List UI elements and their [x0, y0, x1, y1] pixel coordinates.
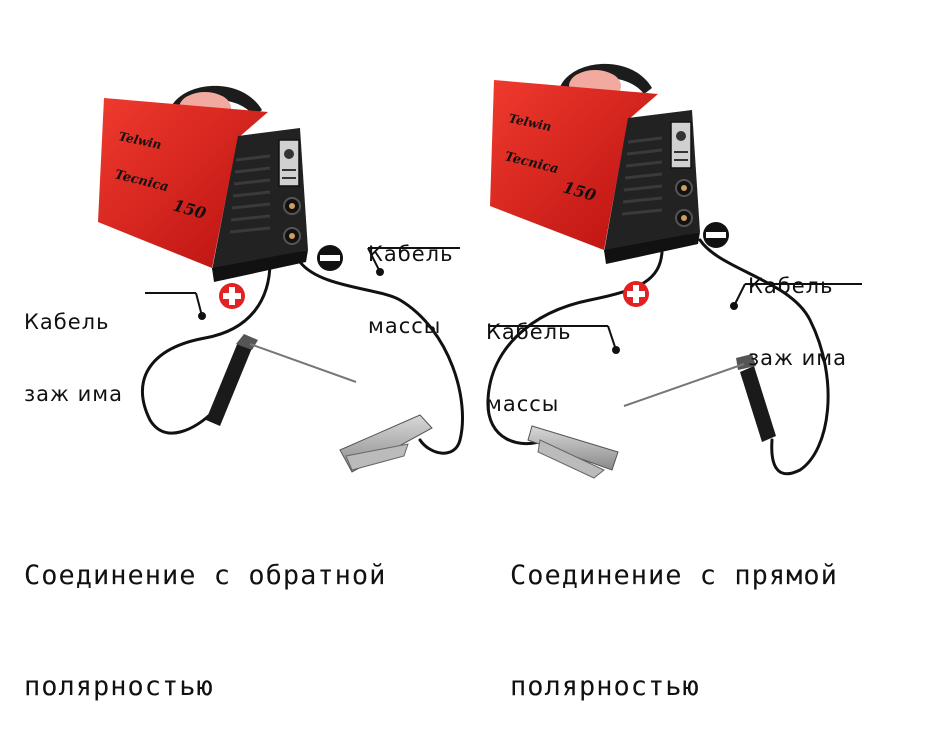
right-mass-cable-label: Кабель массы [486, 272, 571, 440]
left-mass-cable-label: Кабель массы [368, 194, 453, 362]
left-mass-cable-line2: массы [368, 314, 442, 338]
leaders-left [145, 247, 460, 320]
right-clamp-cable-line1: Кабель [748, 274, 834, 298]
left-clamp-cable-label: Кабель заж има [24, 262, 123, 430]
polarity-diagram: Telwin Tecnica 150 [24, 63, 862, 702]
right-caption: Соединение с прямой полярностью [510, 483, 838, 742]
right-caption-line2: полярностью [510, 671, 700, 702]
left-mass-cable-line1: Кабель [368, 242, 454, 266]
minus-terminal-icon [703, 222, 729, 248]
left-clamp-cable-line2: заж има [24, 382, 123, 406]
ground-clamp-left [339, 414, 433, 473]
left-clamp-cable-line1: Кабель [24, 310, 110, 334]
welder-right: Telwin Tecnica 150 [490, 63, 700, 264]
welder-right-red-panel [490, 80, 658, 250]
electrode-holder-left [206, 334, 357, 426]
plus-terminal-icon [219, 283, 245, 309]
right-caption-line1: Соединение с прямой [510, 560, 838, 591]
welder-left: Telwin Tecnica 150 [98, 85, 308, 282]
cables-left [140, 260, 464, 455]
left-caption-line2: полярностью [24, 671, 214, 702]
right-clamp-cable-line2: заж има [748, 346, 847, 370]
ground-clamp-right [527, 425, 619, 479]
diagram-artwork: Telwin Tecnica 150 [98, 63, 862, 479]
right-mass-cable-line2: массы [486, 392, 560, 416]
right-mass-cable-line1: Кабель [486, 320, 572, 344]
left-caption: Соединение с обратной полярностью [24, 483, 386, 742]
electrode-holder-right [623, 354, 776, 442]
plus-terminal-icon [623, 281, 649, 307]
welder-left-red-panel [98, 98, 268, 268]
leaders-right [490, 283, 862, 354]
left-caption-line1: Соединение с обратной [24, 560, 387, 591]
minus-terminal-icon [317, 245, 343, 271]
right-clamp-cable-label: Кабель заж има [748, 226, 847, 394]
